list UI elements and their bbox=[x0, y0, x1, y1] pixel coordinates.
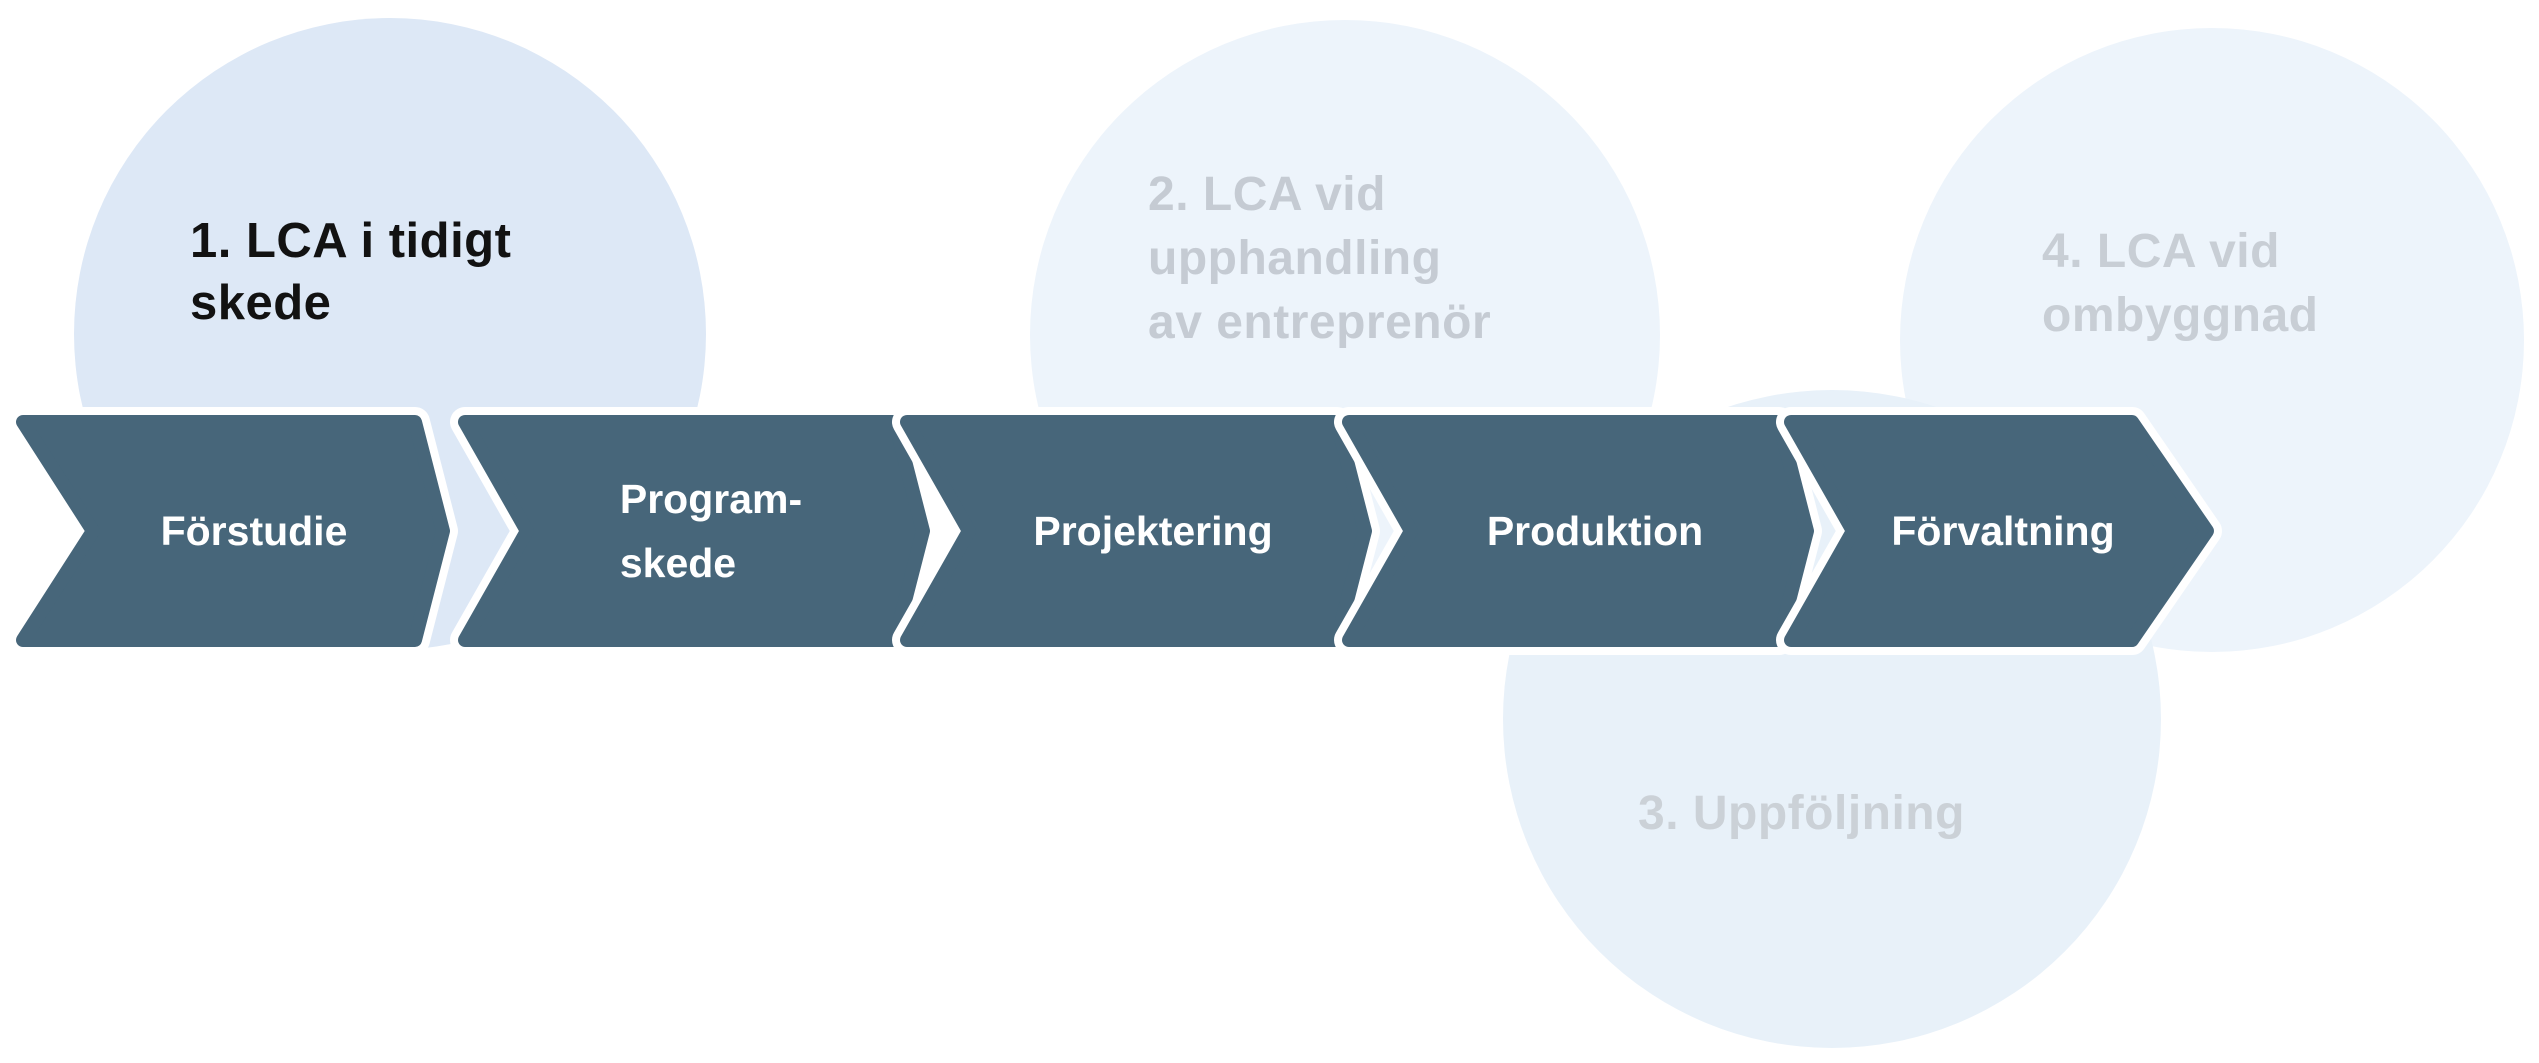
phase-label-text: Projektering bbox=[1033, 508, 1273, 554]
phase-label-text: Förvaltning bbox=[1891, 508, 2115, 554]
stage2-label: 2. LCA vid upphandling av entreprenör bbox=[1148, 168, 1492, 349]
stage3-label: 3. Uppföljning bbox=[1638, 787, 1965, 840]
phase-label-text: Produktion bbox=[1486, 508, 1704, 554]
phase-chevron-5 bbox=[1784, 415, 2214, 647]
phase-chevron-1 bbox=[16, 415, 450, 647]
phase-label-programskede: Program- skede bbox=[527, 422, 895, 640]
phase-label-text: Förstudie bbox=[160, 508, 348, 554]
phase-label-produktion: Produktion bbox=[1411, 422, 1779, 640]
phase-label-forstudie: Förstudie bbox=[93, 422, 415, 640]
phase-label-projektering: Projektering bbox=[969, 422, 1337, 640]
phase-label-forvaltning: Förvaltning bbox=[1853, 422, 2153, 640]
stage4-label: 4. LCA vid ombyggnad bbox=[2042, 225, 2319, 342]
phase-label-text: Program- skede bbox=[619, 476, 803, 586]
stage1-label: 1. LCA i tidigt skede bbox=[190, 214, 512, 330]
